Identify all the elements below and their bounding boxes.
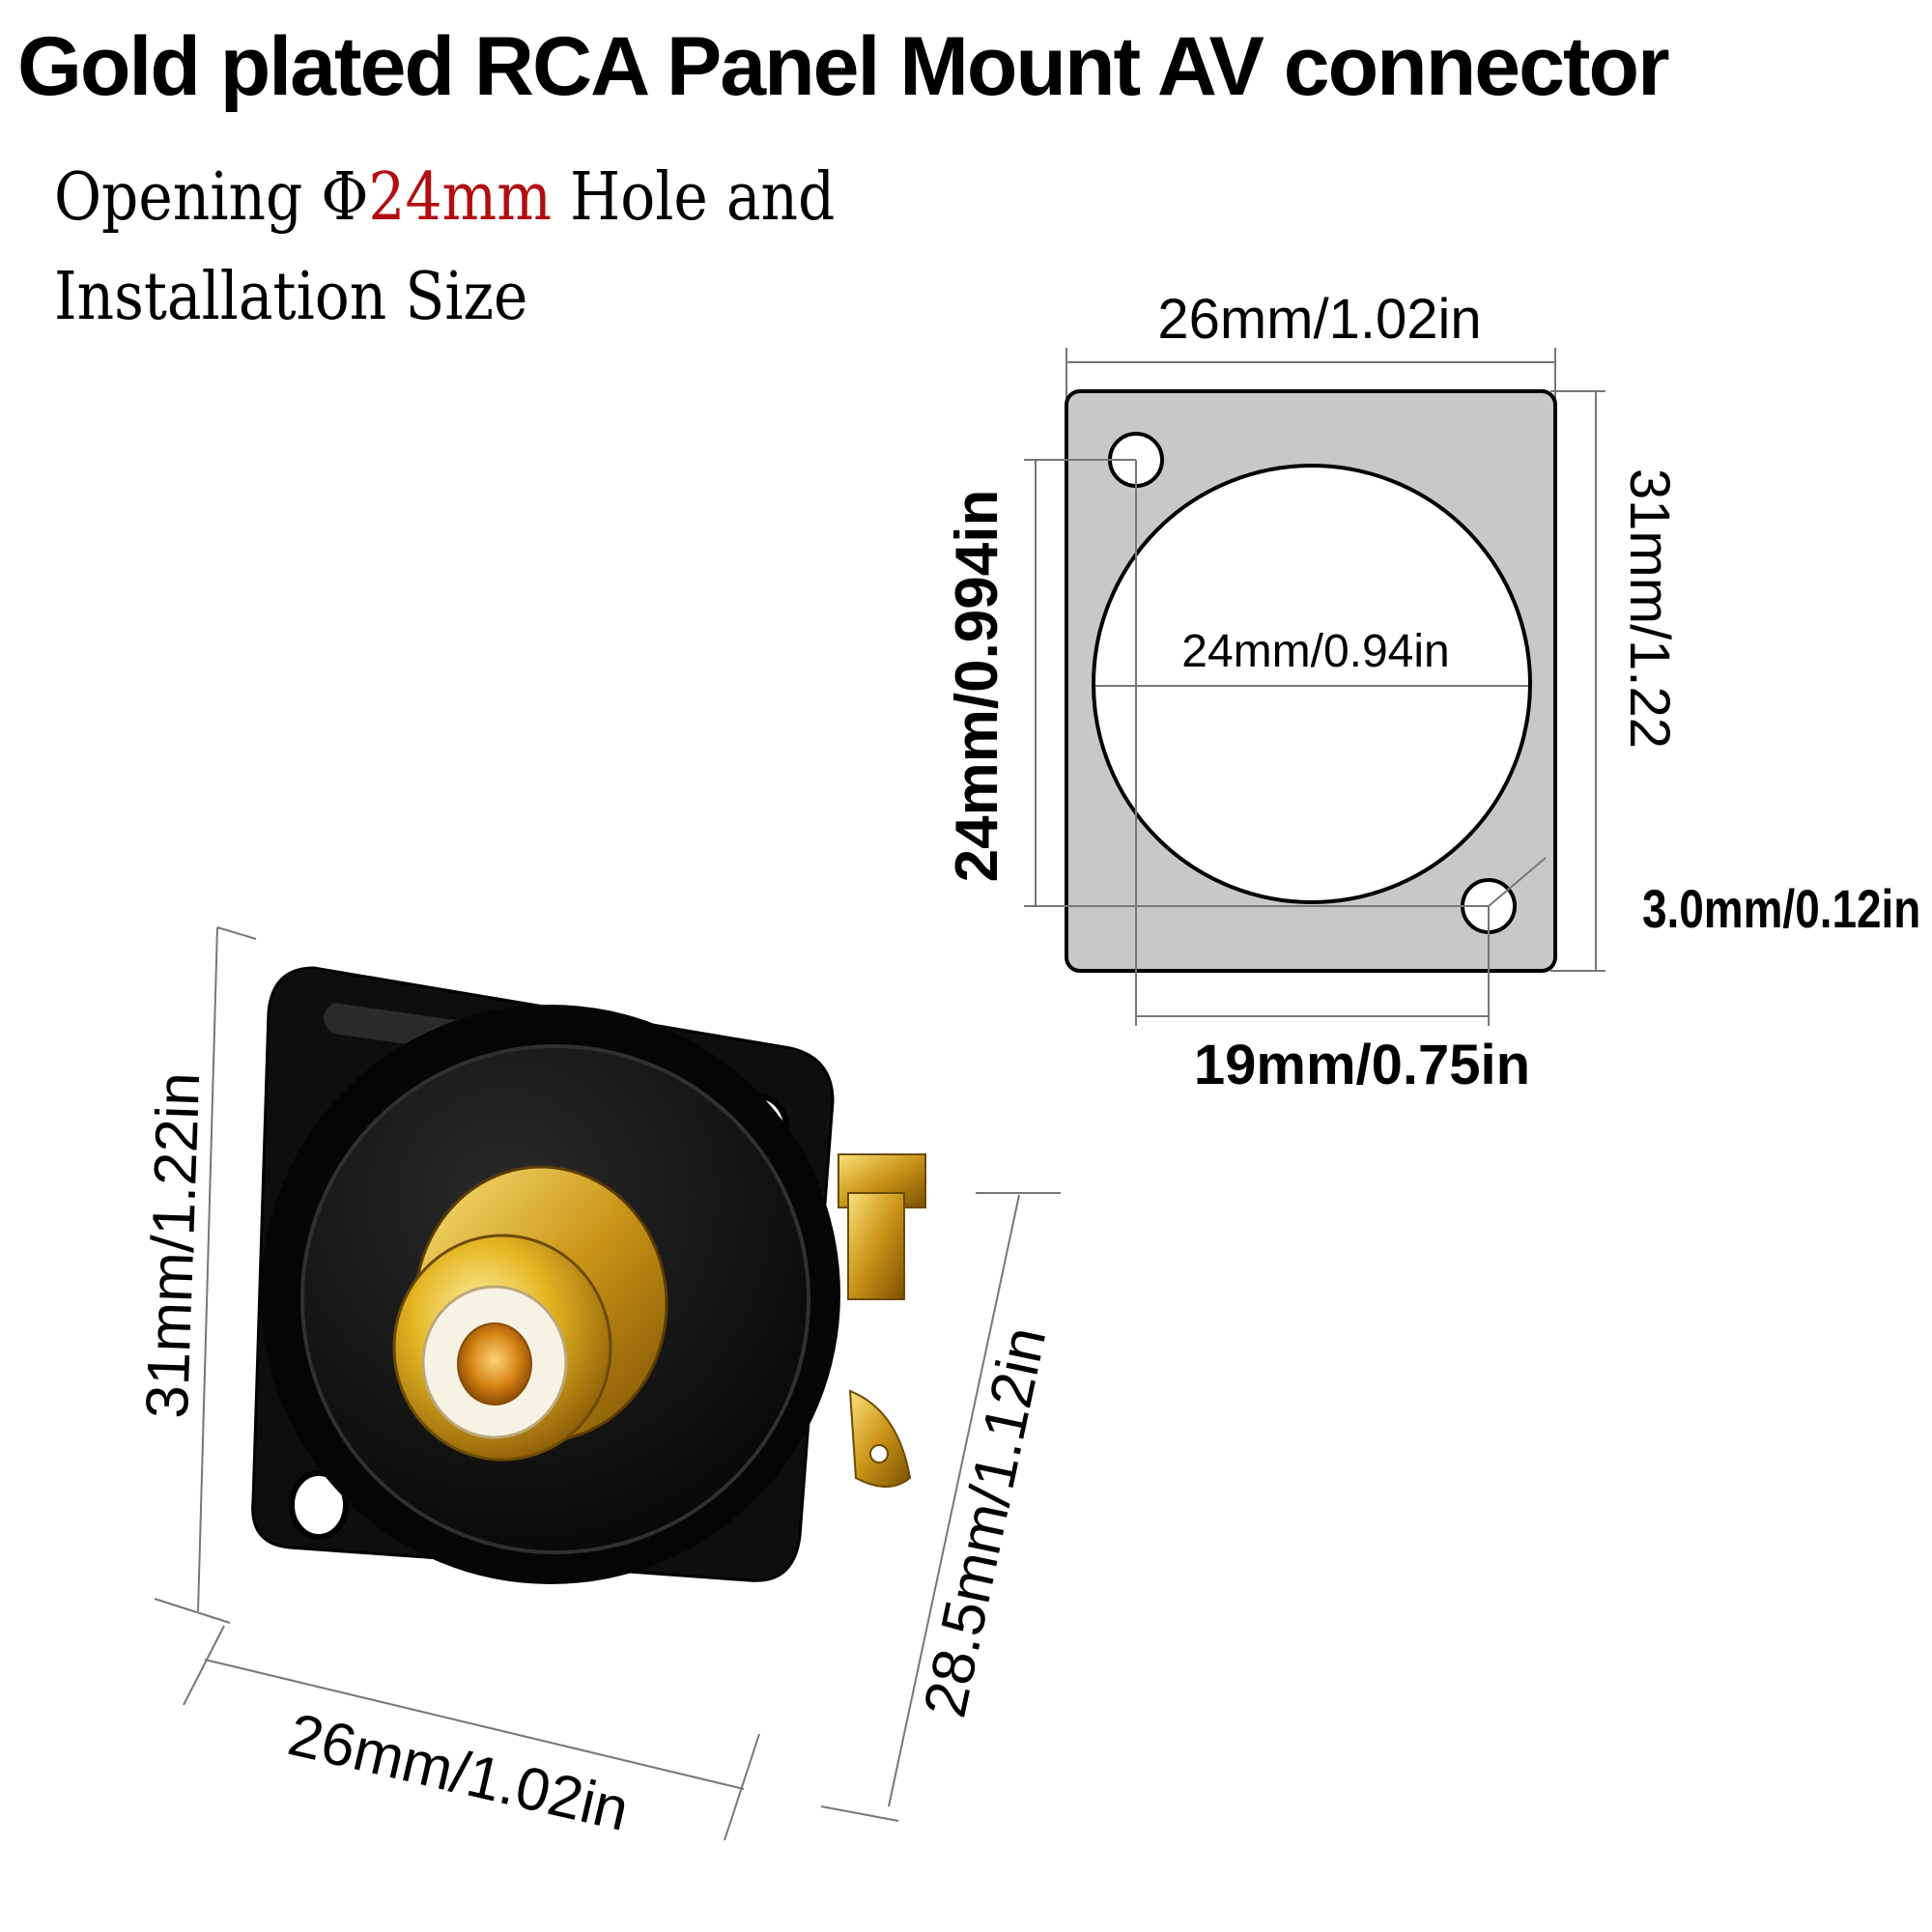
connector-photo: 31mm/1.22in 26mm/1.02in 28.5mm/1.12in [134,926,1061,1844]
left-spacing-label: 24mm/0.994in [944,490,1010,883]
photo-depth-label: 28.5mm/1.12in [912,1321,1060,1723]
mount-hole-label: 3.0mm/0.12in [1642,879,1920,939]
mount-hole-leader [1488,857,1547,907]
solder-tab-bottom [848,1389,912,1488]
right-height-label: 31mm/1.22 [1618,469,1681,749]
page-title: Gold plated RCA Panel Mount AV connector [17,20,1670,113]
subtitle-prefix: Opening Φ [54,159,369,236]
plate-hole-bottom-left [289,1470,349,1540]
photo-height-label: 31mm/1.22in [134,1071,213,1420]
photo-width-label: 26mm/1.02in [282,1701,635,1844]
center-pin [457,1322,532,1406]
photo-depth-dim-line [888,1194,1020,1807]
photo-width-dim-line [204,1659,745,1790]
photo-height-dim-line [197,926,218,1612]
rear-threaded-barrel [847,1192,905,1300]
subtitle-suffix: Hole and [552,159,836,236]
subtitle-highlight: 24mm [368,159,553,236]
subtitle-line-1: Opening Φ24mm Hole and [54,159,835,236]
panel-cutout-drawing: 26mm/1.02in 24mm/0.94in 31mm/1.22 24mm/0… [944,288,1920,1096]
top-width-label: 26mm/1.02in [1157,288,1481,351]
center-opening-label: 24mm/0.94in [1181,626,1449,677]
bottom-spacing-label: 19mm/0.75in [1194,1034,1530,1096]
center-opening-circle [1092,464,1532,904]
subtitle-line-2: Installation Size [54,259,528,335]
